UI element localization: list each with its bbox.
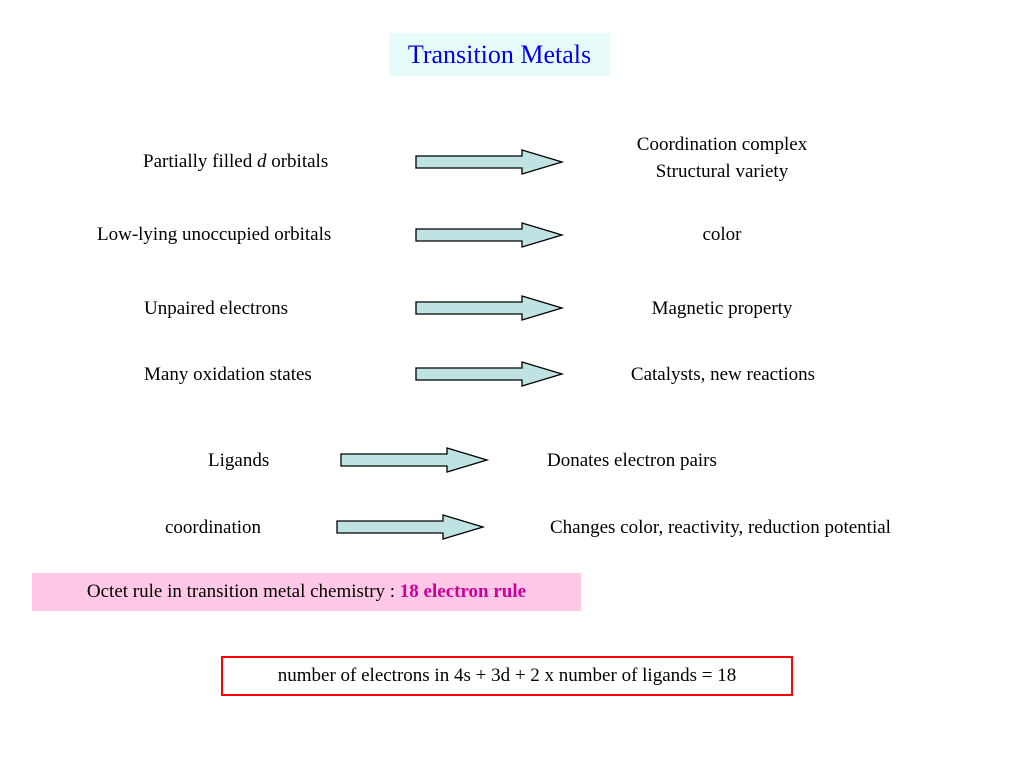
cause-many-oxidation-states: Many oxidation states (144, 364, 312, 385)
octet-rule-text: Octet rule in transition metal chemistry… (86, 581, 400, 602)
effect-changes-color: Changes color, reactivity, reduction pot… (550, 517, 891, 538)
eighteen-electron-rule: 18 electron rule (399, 581, 527, 602)
cause-prefix: Partially filled (143, 151, 257, 172)
cause-italic-d: d (256, 151, 267, 172)
arrow-right-icon (415, 295, 565, 321)
arrow-right-icon (415, 361, 565, 387)
cause-coordination: coordination (165, 517, 262, 538)
effect-magnetic-property: Magnetic property (651, 298, 793, 319)
effect-line-2: Structural variety (655, 161, 789, 182)
title-box: Transition Metals (389, 33, 610, 76)
arrow-right-icon (415, 222, 565, 248)
cause-ligands: Ligands (208, 450, 270, 471)
cause-partially-filled-d: Partially filled d orbitals (143, 151, 328, 173)
effect-line-1: Coordination complex (636, 134, 808, 155)
arrow-right-icon (340, 447, 490, 473)
arrow-right-icon (336, 514, 486, 540)
effect-donates-electron-pairs: Donates electron pairs (547, 450, 717, 471)
cause-low-lying-orbitals: Low-lying unoccupied orbitals (97, 224, 332, 245)
octet-rule-box: Octet rule in transition metal chemistry… (32, 573, 581, 611)
cause-suffix: orbitals (266, 151, 329, 172)
electron-count-formula-box: number of electrons in 4s + 3d + 2 x num… (221, 656, 793, 696)
slide-title: Transition Metals (407, 39, 592, 69)
electron-count-formula: number of electrons in 4s + 3d + 2 x num… (277, 665, 737, 686)
effect-catalysts: Catalysts, new reactions (630, 364, 816, 385)
effect-coordination-complex: Coordination complex Structural variety (600, 134, 844, 183)
arrow-right-icon (415, 149, 565, 175)
cause-unpaired-electrons: Unpaired electrons (144, 298, 289, 319)
effect-color: color (702, 224, 742, 245)
